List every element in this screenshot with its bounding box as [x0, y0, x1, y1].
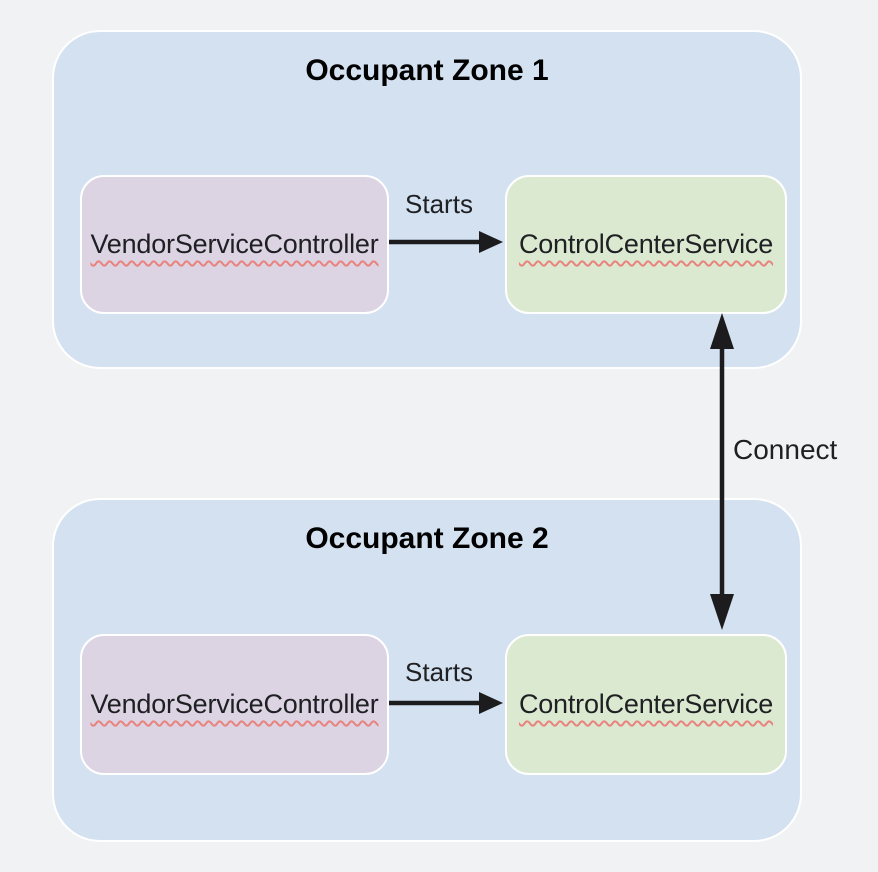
zone-1-vendor-service-controller-label: VendorServiceController	[90, 229, 379, 259]
zone-2-vendor-service-controller-box: VendorServiceController	[80, 634, 389, 775]
zone-1-control-center-service-box: ControlCenterService	[505, 175, 787, 314]
zone-1-starts-arrow-label: Starts	[405, 189, 473, 219]
zone-1-control-center-service-label: ControlCenterService	[518, 229, 774, 259]
zone-2-vendor-service-controller-label: VendorServiceController	[90, 689, 379, 719]
zone-2-title: Occupant Zone 2	[305, 522, 549, 555]
occupant-zone-1: Occupant Zone 1 VendorServiceController …	[52, 30, 802, 369]
zone-1-title: Occupant Zone 1	[305, 54, 549, 87]
zone-2-control-center-service-label: ControlCenterService	[518, 689, 774, 719]
zone-2-starts-arrow-label: Starts	[405, 657, 473, 687]
zone-1-vendor-service-controller-box: VendorServiceController	[80, 175, 389, 314]
occupant-zone-2: Occupant Zone 2 VendorServiceController …	[52, 498, 802, 842]
zone-2-control-center-service-box: ControlCenterService	[505, 634, 787, 775]
connect-arrow-label: Connect	[733, 434, 838, 465]
